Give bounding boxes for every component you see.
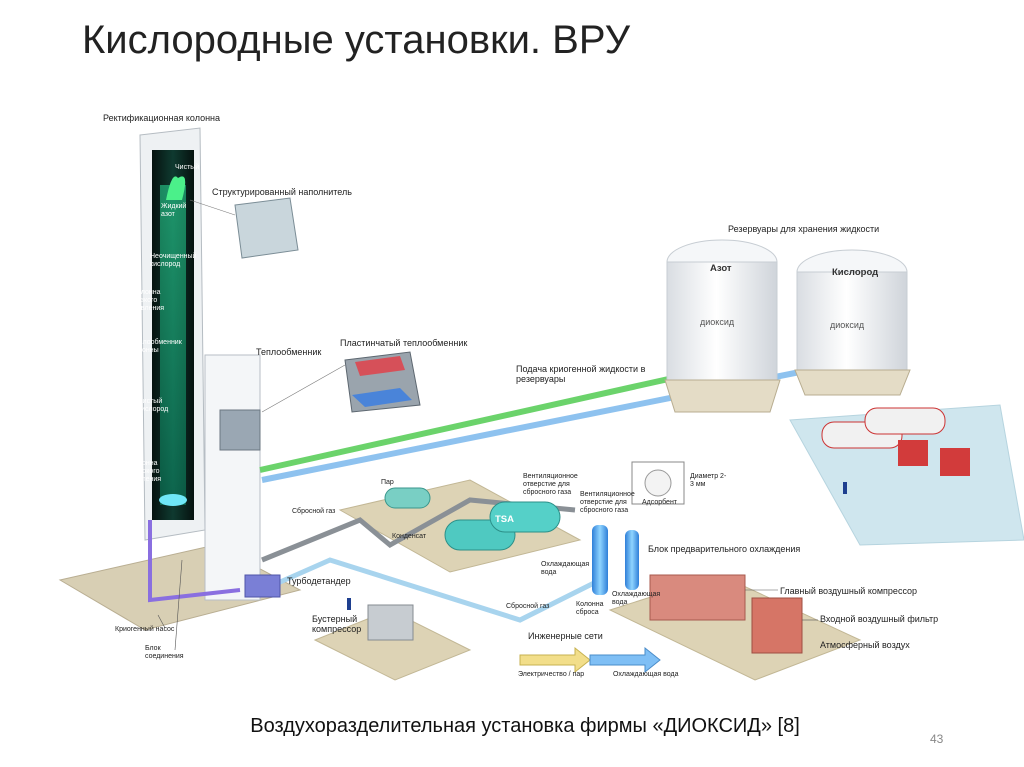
- logo-tank-oxygen: диоксид: [830, 320, 865, 330]
- pipe-purple: [148, 520, 241, 603]
- worker-2: [347, 598, 351, 610]
- label-booster-compressor: Бустерный компрессор: [312, 614, 362, 634]
- label-main-compressor: Главный воздушный компрессор: [780, 586, 918, 596]
- purge-column-1: [592, 525, 608, 595]
- label-turbo-expander: Турбодетандер: [287, 576, 351, 586]
- turbo-expander-body: [244, 574, 281, 598]
- tank-oxygen-body: [796, 271, 908, 371]
- page-title: Кислородные установки. ВРУ: [82, 18, 631, 62]
- label-cooling-water-2: Охлаждающая вода: [612, 591, 661, 606]
- label-liquid-nitrogen: Жидкий азот: [161, 203, 187, 218]
- label-waste-gas-2: Сбросной газ: [506, 603, 550, 610]
- pointer-connection-block: [174, 559, 183, 651]
- label-vent-opening-2: Вентиляционное отверстие для сбросного г…: [580, 491, 635, 514]
- truck-2-tank: [864, 407, 946, 435]
- label-cryo-pump: Криогенный насос: [115, 626, 175, 633]
- oxygen-pool: [159, 494, 187, 506]
- pointer-cryo-pump: [157, 614, 166, 629]
- logo-tank-nitrogen: диоксид: [700, 317, 735, 327]
- label-connection-block: Блок соединения: [145, 645, 184, 660]
- label-precooling-block: Блок предварительного охлаждения: [648, 544, 801, 554]
- plate-hx-hot-arrow: [355, 356, 405, 376]
- label-plate-heat-exchanger: Пластинчатый теплообменник: [340, 338, 468, 348]
- label-diameter: Диаметр 2-3 мм: [690, 473, 727, 488]
- label-structured-packing: Структурированный наполнитель: [212, 187, 352, 197]
- label-column-heat-exchanger: Теплообменник колонны: [131, 339, 182, 354]
- label-tank-nitrogen: Азот: [710, 263, 732, 274]
- column-glow: [160, 185, 186, 505]
- adsorbent-frame: [631, 461, 685, 505]
- label-inlet-filter: Входной воздушный фильтр: [820, 614, 939, 624]
- base-platform-booster: [313, 609, 472, 681]
- main-compressor-body: [649, 574, 746, 621]
- label-adsorbent: Адсорбент: [642, 499, 678, 506]
- label-condensate: Конденсат: [392, 533, 427, 540]
- tsa-vessel-2: [489, 501, 561, 533]
- steam-heater: [384, 487, 431, 509]
- tank-nitrogen-legs: [664, 379, 781, 413]
- label-electricity-steam: Электричество / пар: [518, 671, 585, 678]
- label-vent-opening-1: Вентиляционное отверстие для сбросного г…: [523, 473, 578, 496]
- pipe-green: [259, 369, 701, 473]
- label-cryo-liquid-supply: Подача криогенной жидкости в резервуары: [516, 364, 646, 384]
- label-atmospheric-air: Атмосферный воздух: [820, 640, 910, 650]
- figure-caption: Воздухоразделительная установка фирмы «Д…: [250, 715, 800, 737]
- label-heat-exchanger: Теплообменник: [256, 347, 322, 357]
- label-pure-oxygen: Чистый кислород: [138, 398, 169, 413]
- truck-1-cab: [898, 440, 928, 466]
- label-cooling-water-3: Охлаждающая вода: [613, 671, 679, 678]
- label-tsa: TSA: [495, 514, 514, 525]
- label-low-pressure-column: Колонна низкого давления: [133, 289, 165, 312]
- arrow-electricity: [519, 646, 591, 674]
- page-number: 43: [930, 732, 944, 746]
- tank-nitrogen-body: [666, 261, 778, 381]
- label-steam: Пар: [381, 479, 394, 486]
- purge-column-2: [625, 530, 639, 590]
- tank-oxygen-legs: [794, 369, 911, 396]
- arrow-cooling-water: [589, 646, 661, 674]
- label-purge-column: Колонна сброса: [576, 601, 604, 616]
- adsorbent-bead: [644, 469, 672, 497]
- packing-pointer: [189, 199, 236, 216]
- worker-1: [843, 482, 847, 494]
- label-high-pressure-column: Колонна высокого давления: [130, 460, 162, 483]
- pipe-light-blue-lower: [260, 557, 602, 623]
- truck-2-cab: [940, 448, 970, 476]
- label-waste-gas-1: Сбросной газ: [292, 508, 336, 515]
- label-cooling-water-1: Охлаждающая вода: [541, 561, 590, 576]
- cold-box: [204, 354, 261, 601]
- inlet-filter: [751, 597, 803, 654]
- label-rect-column: Ректификационная колонна: [103, 113, 221, 123]
- packing-sample: [234, 197, 299, 259]
- plate-hx-pointer: [261, 364, 346, 413]
- label-pure-nitrogen-top: Чистый азот: [175, 164, 216, 171]
- label-storage-tanks: Резервуары для хранения жидкости: [728, 224, 880, 234]
- booster-compressor-body: [367, 604, 414, 641]
- label-tank-oxygen: Кислород: [832, 267, 879, 278]
- label-utilities: Инженерные сети: [528, 631, 603, 641]
- heat-exchanger-core: [219, 409, 261, 451]
- label-impure-oxygen: Неочищенный кислород: [150, 253, 197, 268]
- plate-hx-cold-arrow: [352, 388, 412, 407]
- nitrogen-plume: [166, 176, 186, 200]
